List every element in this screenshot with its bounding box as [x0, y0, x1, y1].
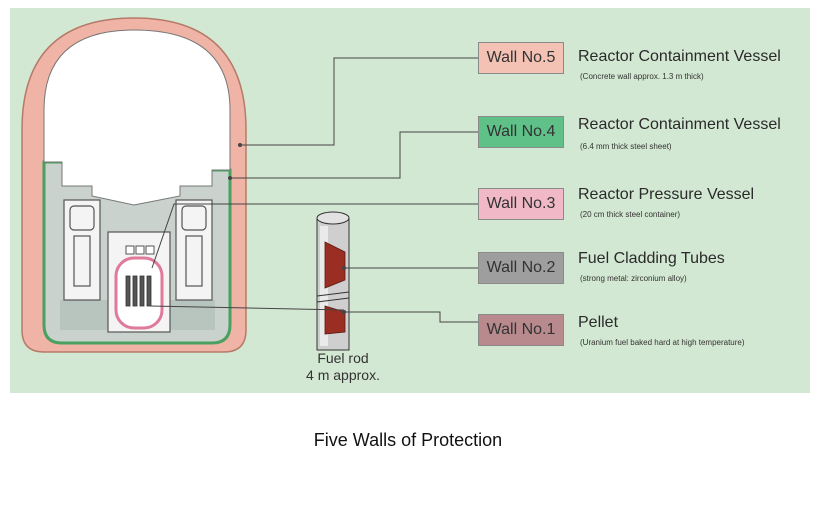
wall-1-desc: (Uranium fuel baked hard at high tempera…	[580, 338, 745, 347]
leader-lines	[149, 57, 478, 323]
wall-4-title: Reactor Containment Vessel	[578, 116, 781, 133]
fuel-rod-label: Fuel rod 4 m approx.	[288, 350, 398, 384]
wall-5-title: Reactor Containment Vessel	[578, 48, 781, 65]
wall-3-label: Wall No.3	[478, 188, 564, 220]
wall-3-title: Reactor Pressure Vessel	[578, 186, 755, 203]
control-rod-drives	[125, 245, 155, 255]
fuel-assembly	[125, 275, 152, 307]
right-steam-unit	[175, 199, 213, 301]
pellet-stack	[324, 241, 346, 289]
fuel-rod-label-line1: Fuel rod	[317, 350, 369, 366]
wall-2-desc: (strong metal: zirconium alloy)	[580, 274, 687, 283]
fuel-rod-label-line2: 4 m approx.	[306, 367, 380, 383]
wall-3-desc: (20 cm thick steel container)	[580, 210, 681, 219]
leader-wall-4	[230, 131, 478, 179]
leader-wall-5	[240, 57, 478, 146]
wall-1-label: Wall No.1	[478, 314, 564, 346]
dome-space	[43, 29, 231, 206]
figure-caption: Five Walls of Protection	[313, 430, 503, 450]
leader-wall-1-core	[149, 305, 345, 311]
left-steam-unit	[63, 199, 101, 301]
wall-1-title: Pellet	[578, 314, 619, 331]
wall-4-label: Wall No.4	[478, 116, 564, 148]
wall-4-desc: (6.4 mm thick steel sheet)	[580, 142, 672, 151]
wall-5-desc: (Concrete wall approx. 1.3 m thick)	[580, 72, 704, 81]
fuel-rod	[316, 211, 350, 351]
leader-wall-1	[344, 311, 478, 323]
wall-2-title: Fuel Cladding Tubes	[578, 250, 725, 267]
leader-wall-3	[151, 203, 478, 269]
wall-5-label: Wall No.5	[478, 42, 564, 74]
reactor-pressure-vessel	[114, 256, 164, 330]
wall-2-label: Wall No.2	[478, 252, 564, 284]
